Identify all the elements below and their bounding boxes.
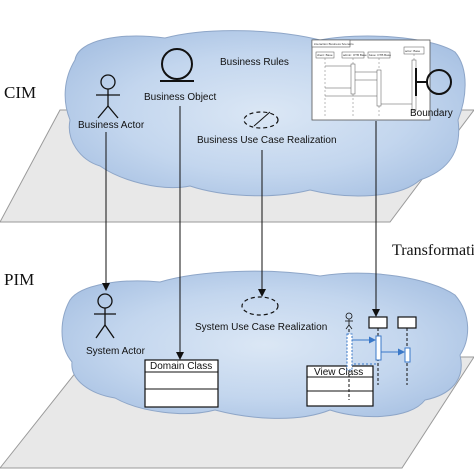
- business-use-case-realization-label: Business Use Case Realization: [197, 135, 337, 146]
- seq-lifeline-4: actor: Base: [405, 49, 421, 53]
- business-actor-label: Business Actor: [78, 120, 145, 131]
- boundary-label: Boundary: [410, 108, 453, 119]
- view-class-box: View Class: [306, 365, 374, 407]
- business-rules-label: Business Rules: [220, 57, 289, 68]
- domain-class-box: Domain Class: [144, 359, 219, 408]
- system-actor-icon: [94, 293, 116, 339]
- business-use-case-realization-icon: [243, 111, 279, 129]
- seq-lifeline-1: client: Base: [317, 53, 333, 57]
- domain-class-label: Domain Class: [150, 361, 212, 372]
- cim-level-label: CIM: [4, 83, 36, 102]
- business-actor-icon: [96, 74, 120, 119]
- view-class-label: View Class: [314, 367, 363, 378]
- boundary-icon: [415, 68, 452, 96]
- pim-level-label: PIM: [4, 270, 34, 289]
- seq-lifeline-3: base: OTB Base: [369, 53, 391, 57]
- sequence-diagram-thumbnail: interaction Business Scenario client: Ba…: [311, 39, 431, 121]
- system-use-case-realization-icon: [241, 296, 279, 316]
- business-object-label: Business Object: [144, 92, 216, 103]
- seq-frame-title: interaction Business Scenario: [314, 42, 354, 46]
- business-object-icon: [160, 48, 194, 82]
- pim-sequence-fragment: [345, 312, 417, 400]
- seq-lifeline-2: admin: OTB Base: [343, 53, 367, 57]
- transformation-label: Transformati: [392, 242, 474, 259]
- system-use-case-realization-label: System Use Case Realization: [195, 322, 327, 333]
- system-actor-label: System Actor: [86, 346, 146, 357]
